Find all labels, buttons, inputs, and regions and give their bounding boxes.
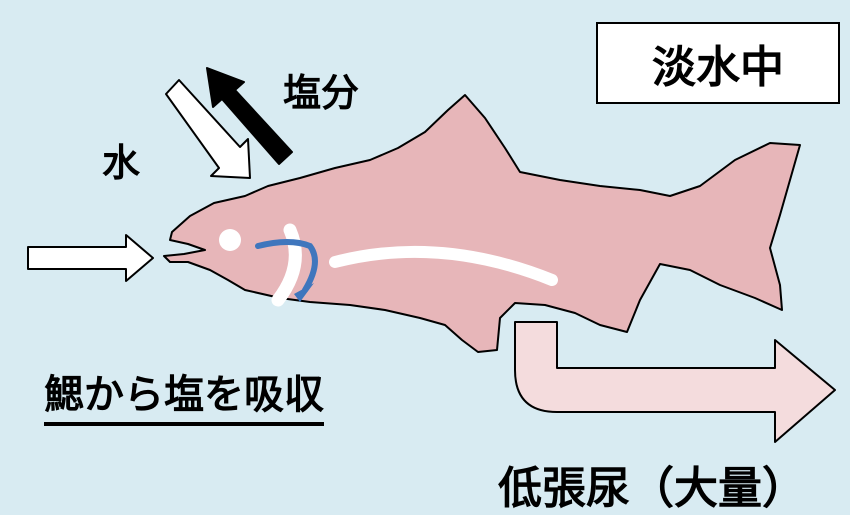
inflow-arrow — [28, 235, 153, 281]
salt-label: 塩分 — [283, 62, 359, 117]
title-box: 淡水中 — [596, 22, 840, 104]
urine-arrow — [515, 322, 835, 442]
fish-eye — [219, 229, 241, 251]
urine-label: 低張尿（大量） — [498, 452, 806, 516]
gill-absorption-label: 鰓から塩を吸収 — [44, 362, 324, 426]
water-label: 水 — [102, 132, 140, 187]
title-text: 淡水中 — [652, 31, 784, 95]
